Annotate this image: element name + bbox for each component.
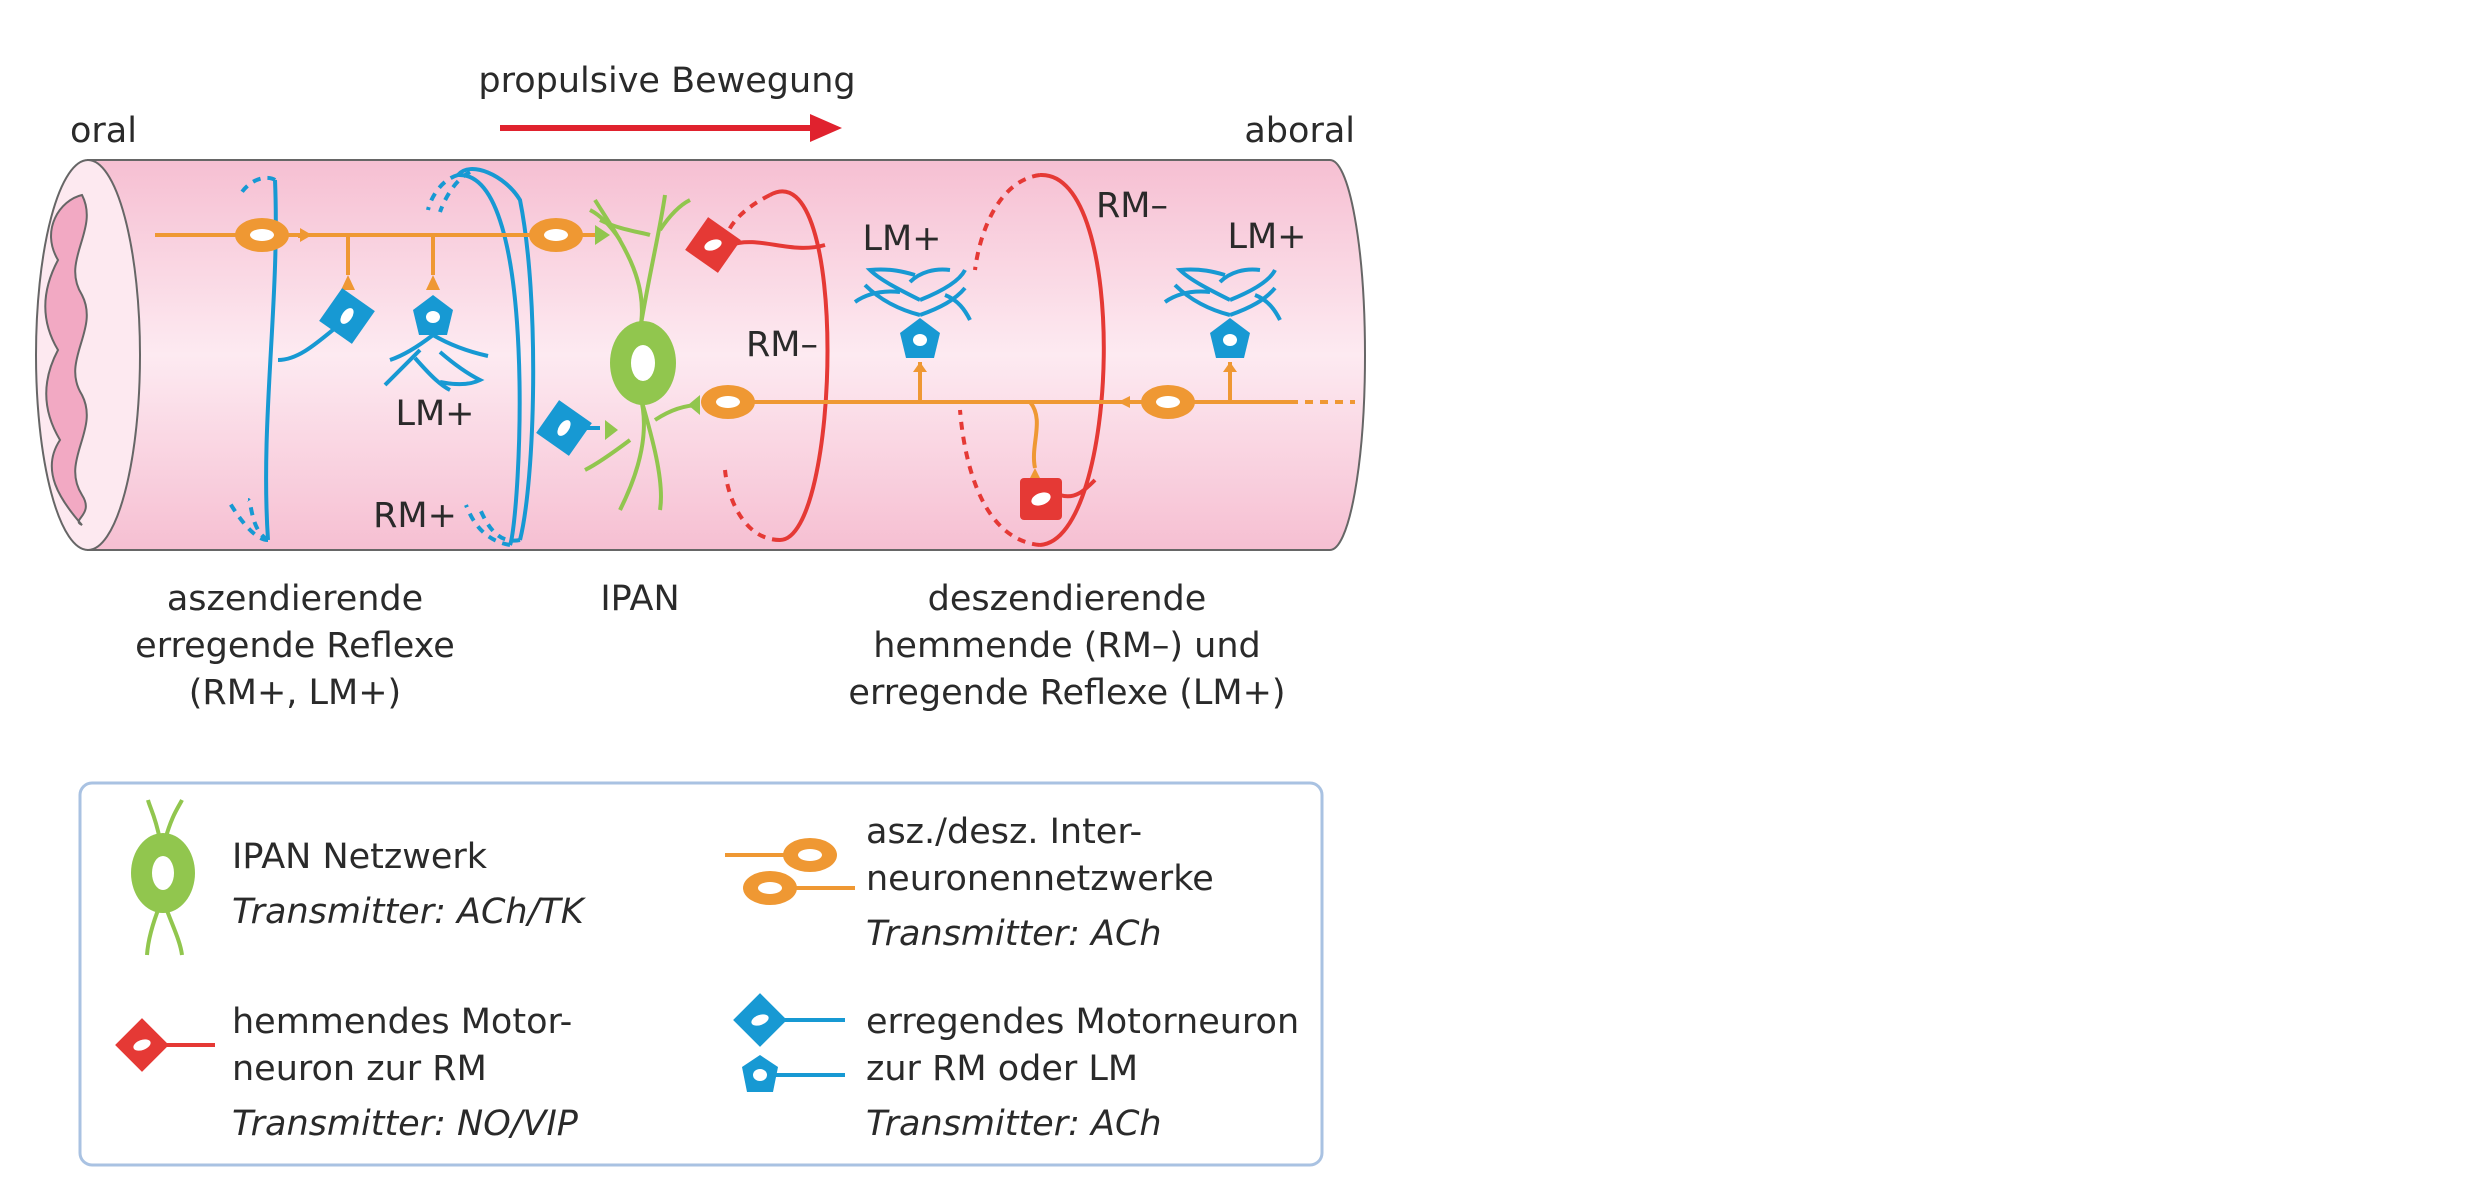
lm-plus-label: LM+ [1227, 217, 1306, 257]
interneuron-soma [701, 385, 755, 419]
caption-line: erregende Reflexe [135, 626, 455, 666]
ipan-soma [610, 321, 676, 405]
tube-opening [35, 159, 141, 551]
caption-ascending: aszendierende erregende Reflexe (RM+, LM… [135, 579, 455, 713]
legend-inhibitory-title: hemmendes Motor- [232, 1002, 572, 1042]
legend-ipan-icon [131, 799, 195, 956]
lumen [44, 193, 88, 526]
excitatory-motorneuron-lm [1163, 267, 1282, 358]
excitatory-motorneuron-lm [853, 267, 972, 358]
caption-line: hemmende (RM–) und [873, 626, 1261, 666]
legend-interneuron-title: neuronennetzwerke [866, 859, 1214, 899]
direction-label: propulsive Bewegung [478, 61, 855, 101]
rm-minus-label: RM– [746, 325, 818, 365]
ipan-synapses [595, 225, 700, 440]
interneuron-soma [529, 218, 583, 252]
rm-minus-label: RM– [1096, 186, 1168, 226]
oral-label: oral [70, 111, 137, 151]
caption-line: (RM+, LM+) [189, 673, 401, 713]
legend-interneuron-transmitter: Transmitter: ACh [866, 914, 1162, 954]
synapse-markers [300, 228, 1237, 482]
interneuron-soma [235, 218, 289, 252]
legend-excitatory-title: erregendes Motorneuron [866, 1002, 1299, 1042]
excitatory-motorneuron-rm [536, 400, 600, 456]
caption-line: erregende Reflexe (LM+) [848, 673, 1285, 713]
lm-plus-label: LM+ [395, 394, 474, 434]
ipan-neuron [584, 194, 701, 511]
rm-minus-rings [723, 172, 1106, 547]
intestine-tube [35, 159, 1366, 551]
legend-interneuron-icon [725, 838, 855, 905]
aboral-label: aboral [1244, 111, 1355, 151]
caption-ipan: IPAN [600, 579, 679, 619]
legend-inhibitory-title: neuron zur RM [232, 1049, 487, 1089]
inhibitory-motorneuron [685, 217, 826, 273]
excitatory-motorneuron-lm [383, 295, 489, 392]
legend-ipan-title: IPAN Netzwerk [232, 837, 488, 877]
inhibitory-motorneuron [1020, 478, 1097, 520]
caption-line: aszendierende [167, 579, 423, 619]
interneuron-soma [1141, 385, 1195, 419]
legend-excitatory-title: zur RM oder LM [866, 1049, 1138, 1089]
caption-descending: deszendierende hemmende (RM–) und errege… [848, 579, 1285, 713]
excitatory-motorneuron-rm [277, 288, 375, 362]
legend: IPAN Netzwerk Transmitter: ACh/TK asz./d… [78, 781, 1324, 1167]
direction-arrow [500, 114, 842, 142]
legend-excitatory-transmitter: Transmitter: ACh [866, 1104, 1162, 1144]
legend-inhibitory-transmitter: Transmitter: NO/VIP [232, 1104, 579, 1144]
caption-line: deszendierende [928, 579, 1207, 619]
lm-plus-label: LM+ [862, 219, 941, 259]
legend-box [78, 781, 1324, 1167]
rm-plus-label: RM+ [373, 496, 457, 536]
legend-interneuron-title: asz./desz. Inter- [866, 812, 1142, 852]
legend-ipan-transmitter: Transmitter: ACh/TK [232, 892, 587, 932]
